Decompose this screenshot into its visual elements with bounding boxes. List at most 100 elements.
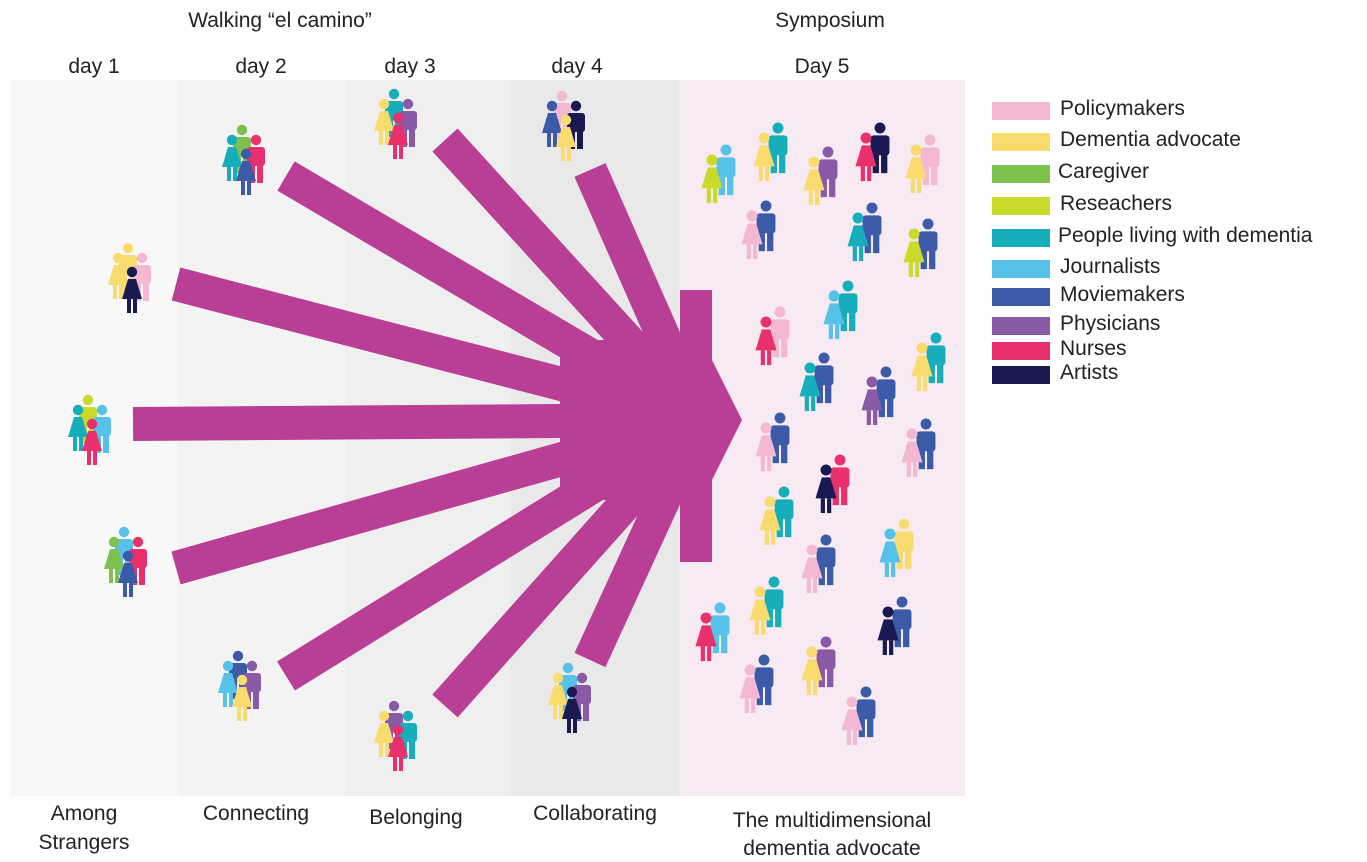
person-icon xyxy=(870,122,890,174)
legend-label: Dementia advocate xyxy=(1060,128,1241,151)
legend-label: Caregiver xyxy=(1058,160,1150,183)
day4-caption: Collaborating xyxy=(533,802,657,825)
day3-caption: Belonging xyxy=(369,806,463,829)
person-icon xyxy=(856,686,876,738)
person-icon xyxy=(222,134,242,181)
symposium-title: Symposium xyxy=(775,9,885,32)
nurses-swatch xyxy=(992,342,1050,360)
person-icon xyxy=(232,674,252,721)
person-icon xyxy=(756,200,776,252)
legend-label: Nurses xyxy=(1060,337,1127,360)
person-icon xyxy=(926,332,946,384)
person-icon xyxy=(548,672,568,719)
person-icon xyxy=(556,114,576,161)
person-icon xyxy=(814,352,834,404)
person-icon xyxy=(816,636,836,688)
person-icon xyxy=(847,212,869,262)
person-icon xyxy=(770,306,790,358)
day5-caption-line1: The multidimensional xyxy=(732,809,932,832)
person-icon xyxy=(764,576,784,628)
person-icon xyxy=(803,156,825,206)
person-icon xyxy=(830,454,850,506)
person-icon xyxy=(754,654,774,706)
person-icon xyxy=(911,342,933,392)
person-icon xyxy=(801,646,823,696)
person-icon xyxy=(920,134,940,186)
person-icon xyxy=(122,266,142,313)
dementia-advocate-swatch xyxy=(992,133,1050,151)
day2-label: day 2 xyxy=(235,55,287,78)
legend-label: People living with dementia xyxy=(1058,224,1313,247)
person-icon xyxy=(388,724,408,771)
person-icon xyxy=(741,210,763,260)
person-icon xyxy=(749,586,771,636)
person-icon xyxy=(774,486,794,538)
person-icon xyxy=(892,596,912,648)
person-icon xyxy=(236,148,256,195)
day1-caption-line2: Strangers xyxy=(38,831,130,854)
day5-label: Day 5 xyxy=(794,55,850,78)
journalists-swatch xyxy=(992,260,1050,278)
person-icon xyxy=(388,112,408,159)
person-icon xyxy=(753,132,775,182)
person-icon xyxy=(104,536,124,583)
person-icon xyxy=(68,404,88,451)
day1-caption-line1: Among xyxy=(50,802,118,825)
person-icon xyxy=(861,376,883,426)
person-icon xyxy=(816,534,836,586)
arrow-hub xyxy=(560,340,710,500)
person-icon xyxy=(129,536,147,585)
person-icon xyxy=(542,100,562,147)
day3-label: day 3 xyxy=(384,55,436,78)
person-icon xyxy=(759,496,781,546)
people-living-with-dementia-swatch xyxy=(992,229,1050,247)
person-icon xyxy=(903,228,925,278)
person-icon xyxy=(838,280,858,332)
person-icon xyxy=(799,362,821,412)
legend-label: Reseachers xyxy=(1060,192,1173,215)
day2-caption: Connecting xyxy=(202,802,310,825)
person-icon xyxy=(894,518,914,570)
person-icon xyxy=(82,418,102,465)
walking-title: Walking “el camino” xyxy=(188,9,372,32)
person-icon xyxy=(918,218,938,270)
person-icon xyxy=(716,144,736,196)
artists-swatch xyxy=(992,366,1050,384)
person-icon xyxy=(108,252,128,299)
person-icon xyxy=(768,122,788,174)
person-icon xyxy=(818,146,838,198)
legend-label: Artists xyxy=(1060,361,1119,384)
people-groups xyxy=(68,88,946,771)
day4-label: day 4 xyxy=(551,55,603,78)
person-icon xyxy=(901,428,923,478)
person-icon xyxy=(841,696,863,746)
person-icon xyxy=(562,686,582,733)
person-icon xyxy=(701,154,723,204)
person-icon xyxy=(118,550,138,597)
convergence-arrows xyxy=(132,128,742,718)
person-icon xyxy=(862,202,882,254)
person-icon xyxy=(710,602,730,654)
policymakers-swatch xyxy=(992,102,1050,120)
person-icon xyxy=(855,132,877,182)
person-icon xyxy=(755,316,777,366)
day1-label: day 1 xyxy=(68,55,120,78)
person-icon xyxy=(374,710,394,757)
legend-label: Moviemakers xyxy=(1060,283,1185,306)
legend-label: Physicians xyxy=(1060,312,1161,335)
person-icon xyxy=(877,606,899,656)
person-icon xyxy=(876,366,896,418)
person-icon xyxy=(879,528,901,578)
caregiver-swatch xyxy=(992,165,1050,183)
person-icon xyxy=(755,422,777,472)
person-icon xyxy=(801,544,823,594)
person-icon xyxy=(916,418,936,470)
researchers-swatch xyxy=(992,197,1050,215)
person-icon xyxy=(218,660,238,707)
moviemakers-swatch xyxy=(992,288,1050,306)
person-icon xyxy=(695,612,717,662)
person-icon xyxy=(905,144,927,194)
person-icon xyxy=(770,412,790,464)
legend-label: Journalists xyxy=(1060,255,1161,278)
